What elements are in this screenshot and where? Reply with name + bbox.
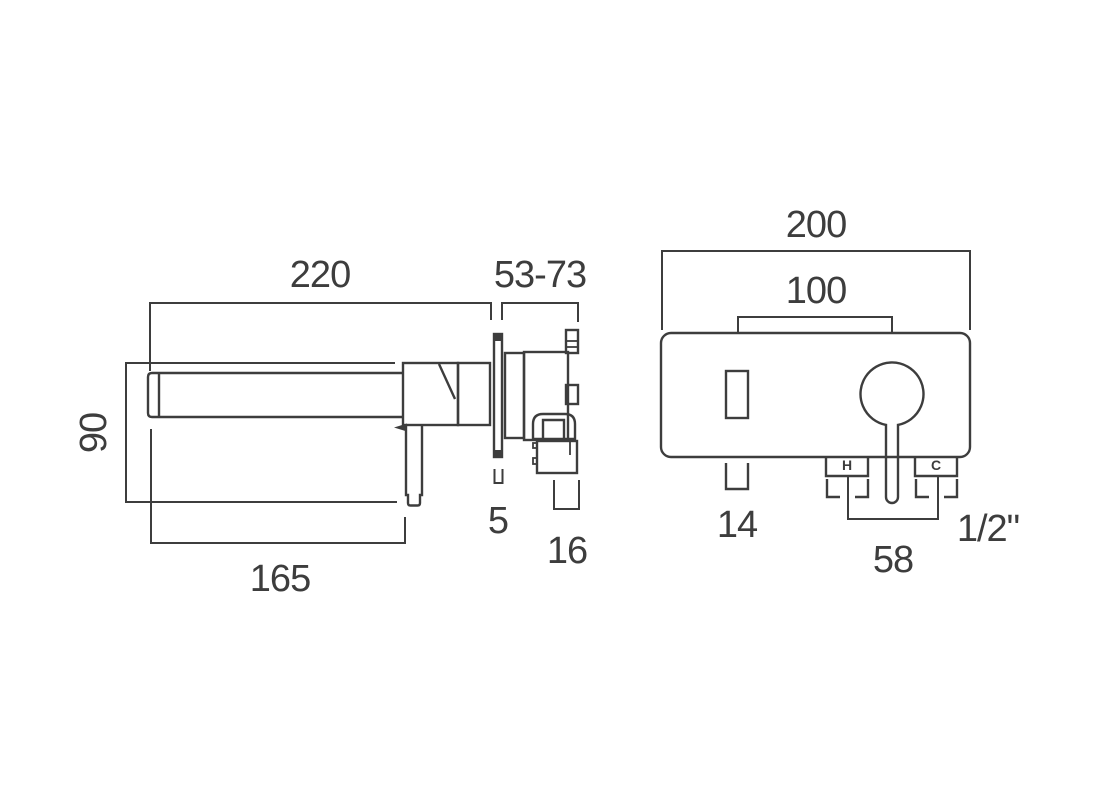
- spout-outline: [146, 371, 403, 419]
- mixer-body-sleeve: [401, 361, 460, 427]
- dim-165-lines: [150, 429, 406, 544]
- cold-connection-bracket-left: [914, 479, 929, 499]
- dim-90-lines: [125, 362, 397, 503]
- wall-plate-side-profile: [492, 332, 504, 459]
- dim-5-bracket: [493, 469, 504, 484]
- cold-inlet-label: C: [931, 457, 941, 473]
- dim-53-73-label: 53-73: [494, 254, 586, 296]
- dim-200-lines: [661, 250, 971, 330]
- dim-16-bracket: [553, 480, 580, 510]
- wall-plate-front: [659, 331, 972, 459]
- handle-front-profile: [859, 361, 925, 505]
- dim-58-lines: [847, 475, 939, 520]
- spout-supply-tab: [724, 463, 750, 491]
- hot-inlet-label: H: [842, 457, 852, 473]
- spout-outlet-opening: [724, 369, 750, 420]
- dim-53-73-lines: [501, 302, 579, 322]
- valve-body-main: [522, 350, 570, 442]
- dim-14-label: 14: [717, 504, 758, 546]
- dim-16-label: 16: [547, 530, 587, 572]
- valve-body-front-section: [503, 351, 526, 440]
- handle-side-profile: [404, 425, 424, 507]
- mixer-body-chamfer-line: [437, 363, 457, 400]
- dim-220-label: 220: [290, 254, 350, 296]
- dim-165-label: 165: [250, 558, 310, 600]
- dim-100-lines: [737, 316, 893, 332]
- dim-220-lines: [149, 302, 492, 371]
- mixer-body-rear-section: [456, 361, 492, 427]
- hot-connection-bracket-left: [825, 479, 840, 499]
- side-view: 220 53-73 90 165 5 16: [73, 254, 588, 600]
- cold-connection-bracket-right: [944, 479, 959, 499]
- mounting-tab-mid: [564, 383, 580, 406]
- outlet-block-notch-upper: [532, 442, 538, 449]
- outlet-elbow-nut-inner: [541, 418, 566, 439]
- dim-58-label: 58: [873, 539, 913, 581]
- wall-plate-bottom-cap: [493, 450, 503, 457]
- dim-100-label: 100: [786, 270, 846, 312]
- dim-5-label: 5: [488, 500, 508, 542]
- outlet-elbow-nut: [531, 412, 577, 441]
- outlet-connection-block: [535, 439, 579, 475]
- hot-connection-bracket-right: [855, 479, 870, 499]
- dim-200-label: 200: [786, 204, 846, 246]
- wall-plate-top-cap: [493, 334, 503, 341]
- outlet-block-notch-lower: [532, 457, 538, 465]
- pointer-mark: [394, 423, 407, 432]
- dim-90-label: 90: [73, 413, 115, 453]
- dim-half-inch-label: 1/2": [957, 508, 1019, 550]
- front-view: H C 200 100 14 58 1/2": [659, 204, 1020, 581]
- cold-inlet-block: [913, 457, 959, 478]
